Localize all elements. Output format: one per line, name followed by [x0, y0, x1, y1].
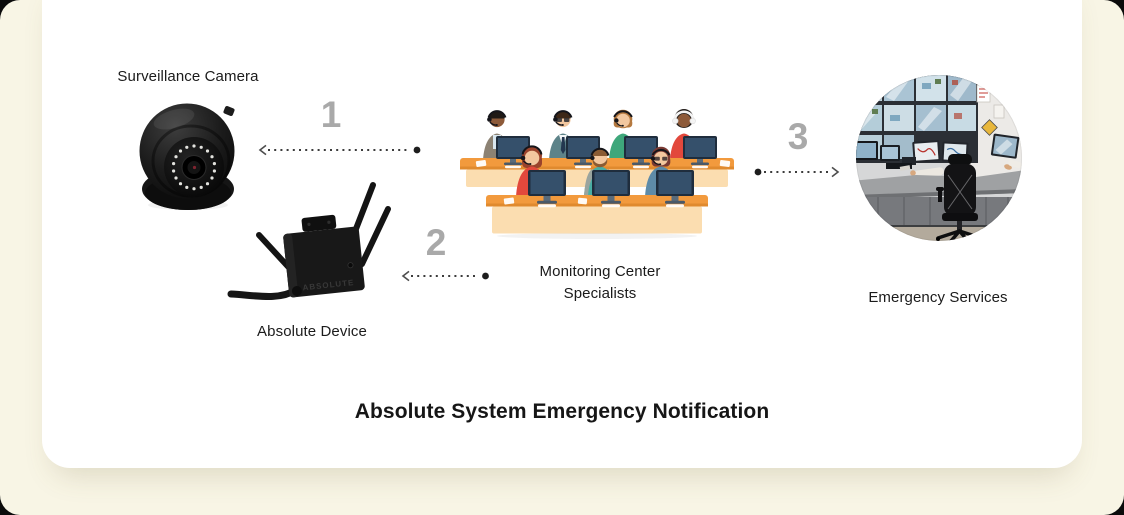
monitoring-center-label-line1: Monitoring Center [539, 263, 661, 280]
arrow-origin-dot [482, 272, 489, 280]
step-1-number: 1 [320, 94, 342, 135]
monitor-icon [624, 136, 658, 169]
arrow-origin-dot [754, 168, 762, 176]
step-2-number: 2 [425, 222, 447, 263]
arrow-3 [754, 166, 840, 178]
monitor-icon [592, 170, 630, 208]
monitor-icon [656, 170, 694, 208]
emergency-services-photo [856, 75, 1022, 241]
antenna-icon [359, 206, 391, 267]
absolute-device-image: ABSOLUTE [227, 182, 391, 301]
monitoring-center-label-line2: Specialists [563, 285, 637, 302]
surveillance-camera-label: Surveillance Camera [117, 68, 259, 85]
monitor-icon [496, 136, 530, 169]
emergency-services-label: Emergency Services [868, 289, 1008, 306]
monitoring-center-illustration [460, 109, 734, 239]
arrowhead-left-icon [258, 144, 267, 156]
arrow-2 [401, 270, 489, 282]
arrowhead-right-icon [831, 166, 840, 178]
ir-led-ring [172, 144, 216, 191]
monitor-icon [528, 170, 566, 208]
diagram-title: Absolute System Emergency Notification [354, 400, 770, 423]
arrowhead-left-icon [401, 270, 410, 282]
arrow-origin-dot [413, 146, 421, 154]
arrow-1 [258, 144, 421, 156]
surveillance-camera-image [139, 103, 235, 210]
step-3-number: 3 [787, 116, 809, 157]
operator-chair [936, 154, 983, 241]
cable-icon [227, 286, 300, 301]
monitor-icon [683, 136, 717, 169]
monitoring-center-label: Monitoring Center Specialists [495, 261, 705, 305]
absolute-device-label: Absolute Device [257, 323, 367, 340]
antenna-icon [351, 182, 376, 237]
